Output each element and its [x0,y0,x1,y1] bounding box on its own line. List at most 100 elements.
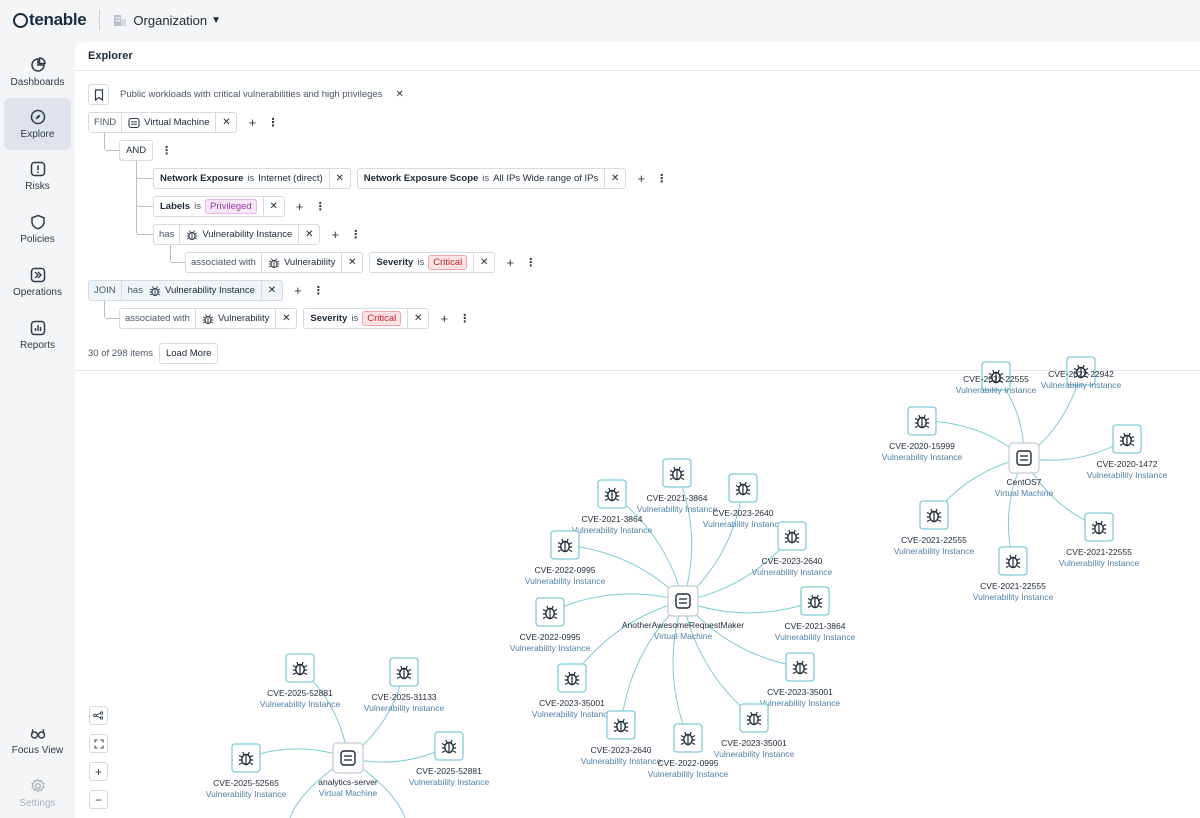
vulnerability-instance-node[interactable] [981,361,1011,391]
severity-filter[interactable]: Severity is Critical [369,252,475,273]
add-condition-button[interactable]: + [295,199,304,214]
sidebar-item-risks[interactable]: Risks [4,150,71,202]
add-condition-button[interactable]: + [248,115,257,130]
sidebar-item-settings[interactable]: Settings [4,767,71,818]
bookmark-button[interactable] [88,84,109,105]
sidebar-item-label: Reports [19,339,55,351]
vulnerability-instance-node[interactable] [728,473,758,503]
load-more-button[interactable]: Load More [158,343,219,364]
sidebar-item-focus-view[interactable]: Focus View [4,714,71,766]
remove-filter-close-icon[interactable]: ✕ [605,168,627,189]
layout-button[interactable] [89,706,108,725]
vulnerability-instance-node[interactable] [800,586,830,616]
remove-filter-close-icon[interactable]: ✕ [474,252,496,273]
add-condition-button[interactable]: + [294,283,302,298]
vulnerability-instance-node[interactable] [1112,424,1142,454]
sidebar-item-operations[interactable]: Operations [4,256,71,308]
bug-icon [292,661,308,676]
vulnerability-instance-node[interactable] [673,723,703,753]
vulnerability-instance-node[interactable] [907,406,937,436]
vulnerability-instance-type: Vulnerability Instance [581,756,662,766]
add-condition-button[interactable]: + [637,171,646,186]
clear-saved-query-close-icon[interactable]: ✕ [395,89,404,100]
saved-query-name[interactable]: Public workloads with critical vulnerabi… [120,89,383,100]
vulnerability-instance-node[interactable] [785,652,815,682]
sidebar-item-explore[interactable]: Explore [4,98,71,150]
vulnerability-instance-type: Vulnerability Instance [956,385,1037,395]
vulnerability-instance-node[interactable] [285,653,315,683]
remove-join-close-icon[interactable]: ✕ [261,280,283,301]
has-relation-clause[interactable]: has Vulnerability Instance [153,224,300,245]
vulnerability-instance-node[interactable] [739,703,769,733]
filter-operator: is [351,313,359,324]
sidebar-item-reports[interactable]: Reports [4,309,71,361]
find-clause[interactable]: FIND Virtual Machine [88,112,217,133]
remove-relation-close-icon[interactable]: ✕ [276,308,298,329]
virtual-machine-node[interactable] [667,585,699,617]
remove-filter-close-icon[interactable]: ✕ [263,196,285,217]
sidebar-item-dashboards[interactable]: Dashboards [4,46,71,98]
top-bar: tenable Organization ▼ [0,0,1200,40]
more-options-icon[interactable]: ⋮ [350,229,362,241]
sidebar-item-label: Operations [13,286,62,298]
remove-relation-close-icon[interactable]: ✕ [299,224,321,245]
vulnerability-instance-node[interactable] [389,657,419,687]
join-clause[interactable]: JOIN has Vulnerability Instance [88,280,262,301]
associated-with-clause[interactable]: associated with Vulnerability [119,308,277,329]
vulnerability-instance-node[interactable] [231,743,261,773]
vulnerability-instance-node[interactable] [557,663,587,693]
virtual-machine-node[interactable] [1008,442,1040,474]
add-condition-button[interactable]: + [440,311,449,326]
remove-filter-close-icon[interactable]: ✕ [329,168,351,189]
organization-selector[interactable]: Organization ▼ [113,13,221,28]
severity-filter[interactable]: Severity is Critical [303,308,409,329]
labels-filter[interactable]: Labels is Privileged [153,196,264,217]
vulnerability-instance-node[interactable] [597,479,627,509]
more-options-icon[interactable]: ⋮ [459,313,471,325]
bug-icon [268,257,280,268]
tenable-logo[interactable]: tenable [13,10,87,30]
zoom-out-button[interactable]: − [89,790,108,809]
vulnerability-instance-node[interactable] [1066,356,1096,386]
vulnerability-instance-node[interactable] [919,500,949,530]
more-options-icon[interactable]: ⋮ [267,117,279,129]
alert-square-icon [30,161,45,176]
virtual-machine-node[interactable] [332,742,364,774]
fit-to-screen-button[interactable] [89,734,108,753]
vulnerability-instance-node[interactable] [1084,512,1114,542]
add-condition-button[interactable]: + [506,255,515,270]
more-options-icon[interactable]: ⋮ [525,257,537,269]
vulnerability-instance-label: CVE-2023-35001 [539,698,605,708]
vulnerability-instance-node[interactable] [434,731,464,761]
remove-filter-close-icon[interactable]: ✕ [408,308,430,329]
panel-divider [75,370,1200,371]
vulnerability-instance-label: CVE-2025-31133 [371,692,436,702]
remove-relation-close-icon[interactable]: ✕ [342,252,364,273]
vulnerability-instance-label: CVE-2021-3864 [582,514,643,524]
vulnerability-instance-label: CVE-2025-52881 [267,688,333,698]
network-exposure-filter[interactable]: Network Exposure is Internet (direct) [153,168,330,189]
vulnerability-instance-node[interactable] [550,530,580,560]
more-options-icon[interactable]: ⋮ [161,145,173,157]
add-condition-button[interactable]: + [331,227,340,242]
vulnerability-instance-node[interactable] [662,458,692,488]
sidebar-item-label: Focus View [11,744,64,756]
and-operator[interactable]: AND [119,140,154,161]
vulnerability-instance-label: CVE-2021-22555 [901,535,967,545]
associated-with-clause[interactable]: associated with Vulnerability [185,252,343,273]
and-row: AND ⋮ [119,140,173,161]
vulnerability-instance-node[interactable] [777,521,807,551]
vulnerability-instance-node[interactable] [606,710,636,740]
sidebar-item-policies[interactable]: Policies [4,203,71,255]
network-exposure-scope-filter[interactable]: Network Exposure Scope is All IPs Wide r… [356,168,606,189]
associated-vulnerability-row: associated with Vulnerability ✕ Severity… [185,252,537,273]
more-options-icon[interactable]: ⋮ [314,201,326,213]
vulnerability-instance-node[interactable] [535,597,565,627]
vulnerability-instance-node[interactable] [998,546,1028,576]
more-options-icon[interactable]: ⋮ [312,285,324,297]
more-options-icon[interactable]: ⋮ [656,173,668,185]
remove-find-close-icon[interactable]: ✕ [216,112,238,133]
zoom-in-button[interactable]: + [89,762,108,781]
